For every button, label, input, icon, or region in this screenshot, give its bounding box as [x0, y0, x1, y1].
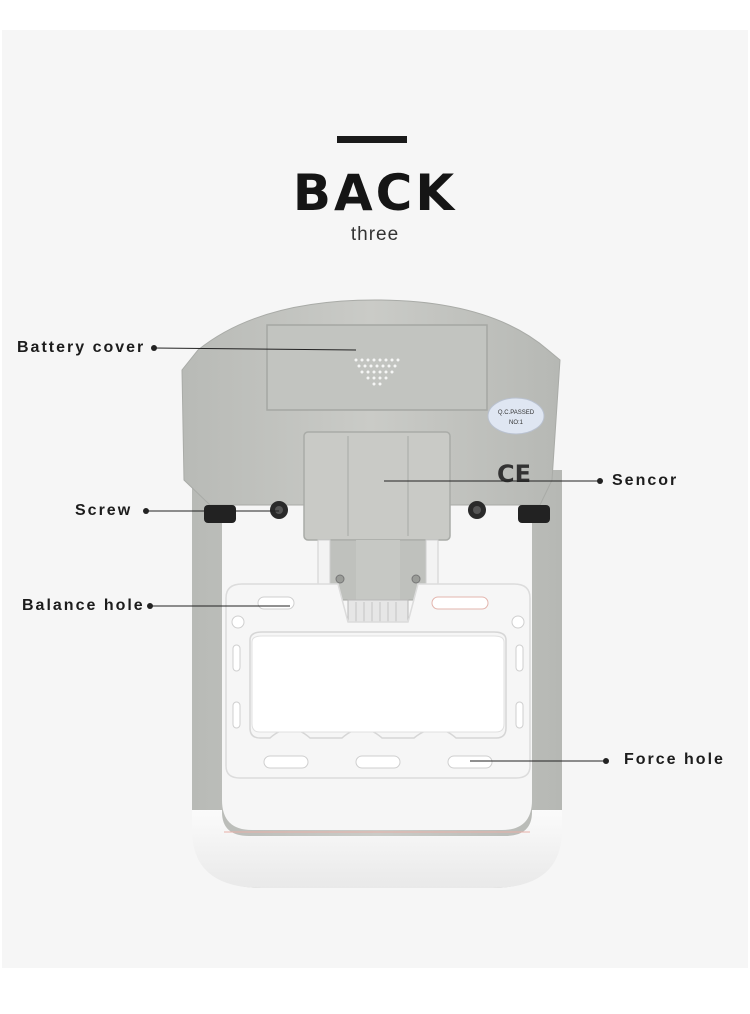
page-subtitle: three	[350, 224, 400, 245]
callout-balance-hole: Balance hole	[22, 597, 145, 614]
page-title: BACK	[292, 164, 458, 222]
callout-sensor: Sencor	[612, 472, 679, 489]
callout-battery-cover: Battery cover	[17, 339, 146, 356]
battery-cover	[266, 324, 488, 411]
callout-screw: Screw	[75, 502, 133, 519]
device-frame	[192, 470, 562, 888]
callout-dots	[143, 345, 609, 764]
qc-sticker-line1: Q.C.PASSED	[498, 410, 535, 416]
sensor-block	[303, 431, 451, 627]
callout-lines	[146, 347, 606, 762]
qc-sticker: Q.C.PASSED NO:1	[487, 397, 545, 435]
qc-sticker-line2: NO:1	[509, 420, 524, 426]
grip-handle	[225, 583, 531, 779]
ce-mark: CE	[497, 460, 531, 488]
title-underline-bar	[337, 136, 407, 143]
callout-force-hole: Force hole	[624, 751, 725, 768]
